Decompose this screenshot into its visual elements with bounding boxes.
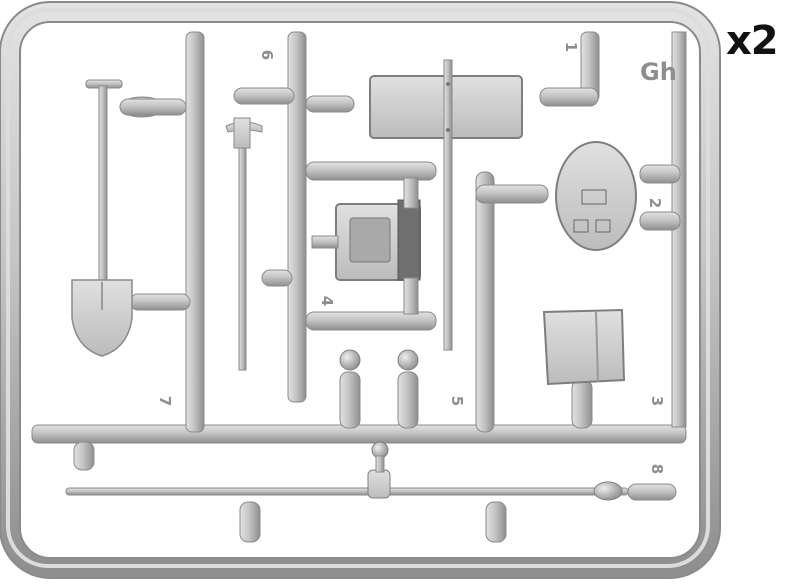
tarp-part: [542, 308, 626, 386]
runner-horizontal: [31, 424, 687, 444]
runners-vertical: [185, 31, 687, 433]
part-number-1: 1: [562, 41, 581, 53]
part-number-3: 3: [648, 395, 667, 407]
part-number-7: 7: [156, 395, 175, 407]
quantity-label: x2: [726, 18, 779, 64]
part-number-4: 4: [318, 295, 337, 307]
box-part: [311, 177, 421, 315]
sprue-frame: [0, 1, 721, 579]
long-rod-part: [65, 441, 629, 501]
part-number-5: 5: [448, 395, 467, 407]
part-number-6: 6: [258, 49, 277, 61]
gauge-parts: [339, 349, 419, 371]
sign-panel-part: [369, 59, 523, 351]
sprue-letter: Gh: [640, 58, 677, 86]
oval-plate-part: [555, 141, 637, 251]
pickaxe-part: [225, 117, 263, 371]
part-number-2: 2: [646, 197, 665, 209]
shovel-part: [71, 79, 133, 357]
sprue-gates: [73, 95, 681, 543]
part-number-8: 8: [648, 463, 667, 475]
